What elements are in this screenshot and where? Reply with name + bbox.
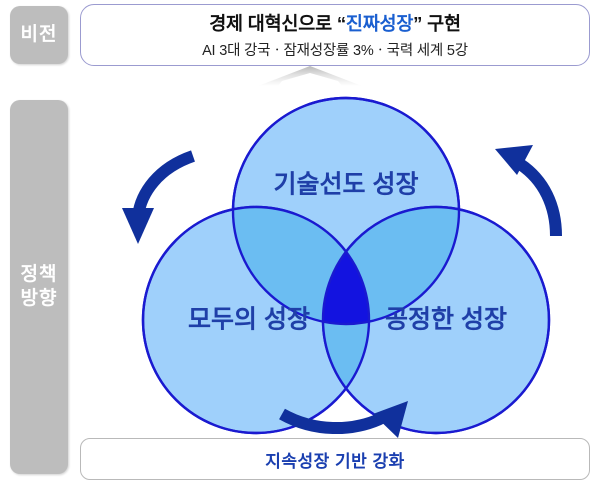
bottom-banner: 지속성장 기반 강화: [80, 438, 590, 480]
vision-title: 경제 대혁신으로 “진짜성장” 구현: [209, 10, 461, 36]
sidebar-label-policy-direction: 정책 방향: [10, 100, 68, 474]
venn-label-left: 모두의 성장: [188, 306, 310, 334]
vision-title-highlight: 진짜성장: [345, 13, 414, 34]
sidebar-label-vision: 비전: [10, 6, 68, 64]
vision-box: 경제 대혁신으로 “진짜성장” 구현 AI 3대 강국ㆍ잠재성장률 3%ㆍ국력 …: [80, 4, 590, 66]
venn-label-right: 공정한 성장: [385, 306, 507, 334]
vision-title-prefix: 경제 대혁신으로 “: [209, 13, 346, 34]
vision-title-suffix: ” 구현: [413, 13, 461, 34]
bottom-banner-text: 지속성장 기반 강화: [265, 451, 405, 471]
venn-label-top: 기술선도 성장: [274, 171, 419, 199]
venn-diagram: 기술선도 성장 모두의 성장 공정한 성장: [122, 96, 562, 438]
venn-outlines: [141, 96, 551, 435]
vision-subtitle: AI 3대 강국ㆍ잠재성장률 3%ㆍ국력 세계 5강: [202, 43, 468, 59]
gray-up-arrow-icon: [258, 66, 362, 86]
arrow-left-to-right-icon: [279, 401, 408, 438]
arrow-right-to-top-icon: [495, 145, 562, 237]
arrow-top-to-left-icon: [122, 150, 196, 244]
